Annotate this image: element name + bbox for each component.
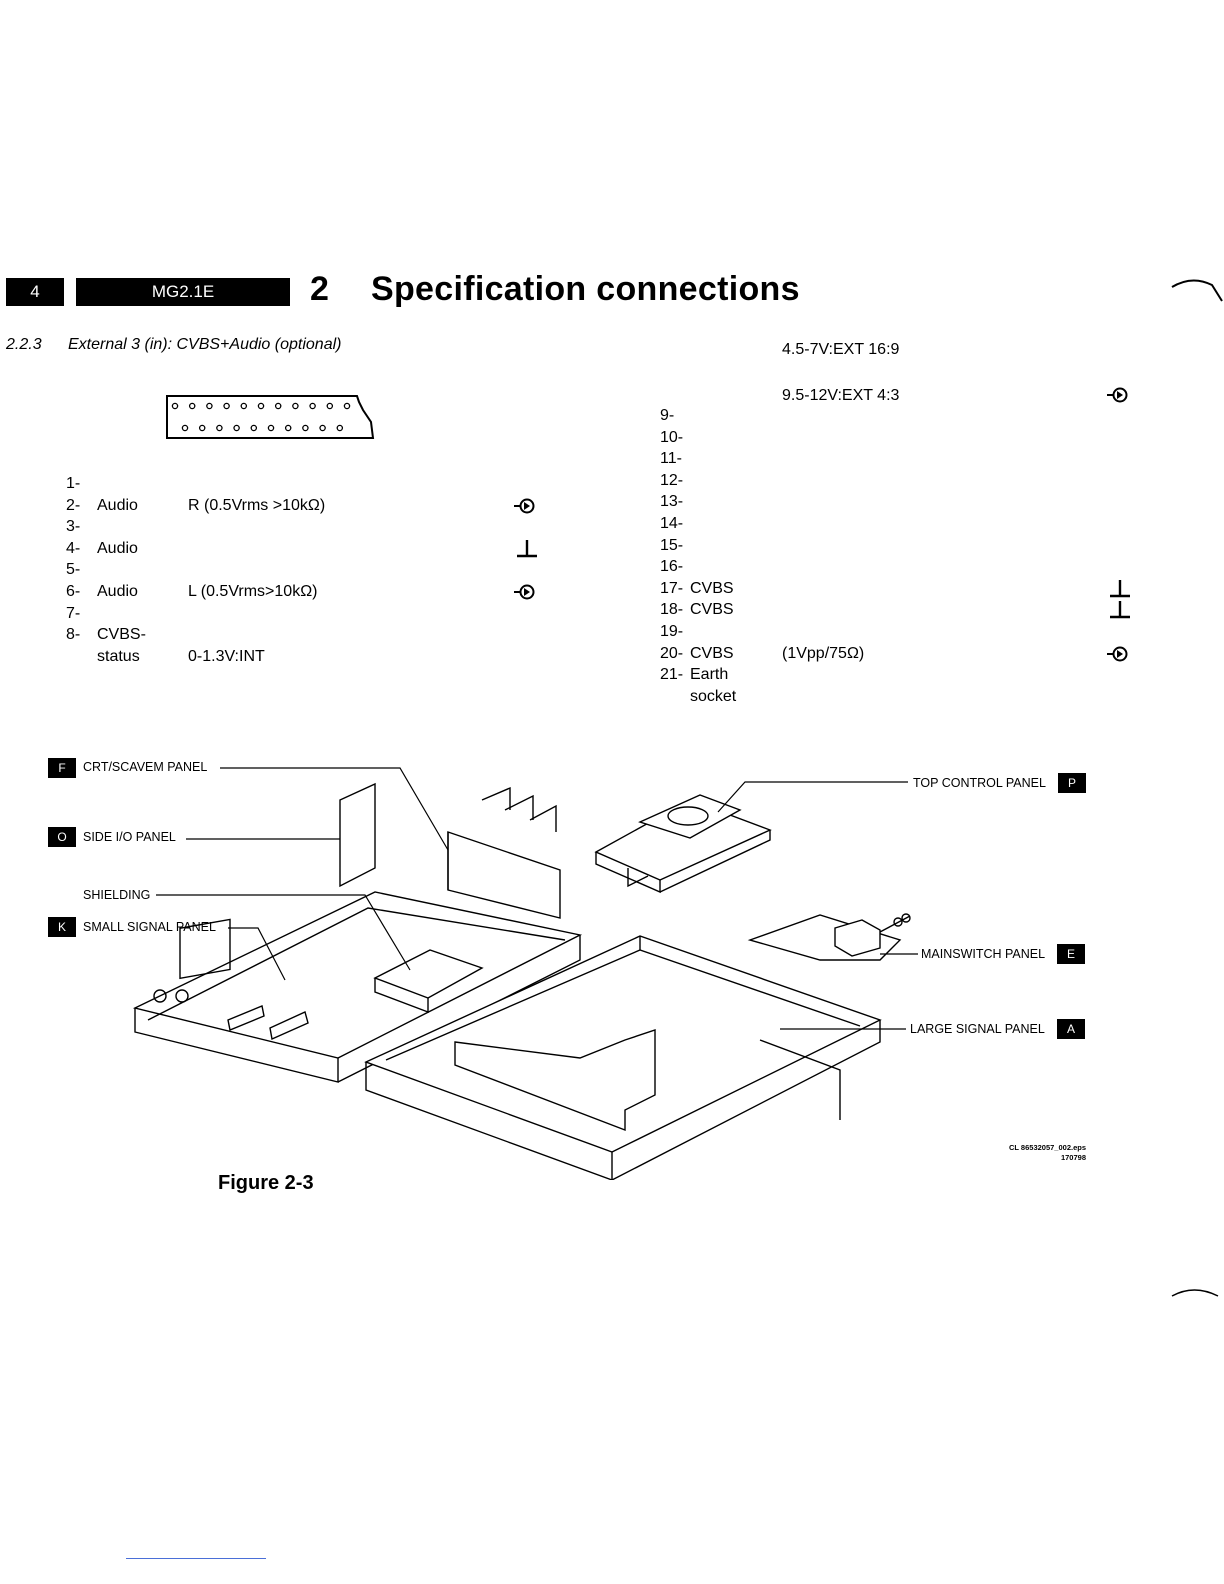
pin-num: 5- [66,561,81,579]
pin-name: CVBS [690,601,734,619]
pin-num: 20- [660,644,684,662]
pin-num: 9- [660,407,675,424]
pin-num: 4- [66,539,81,557]
model-box: MG2.1E [76,278,290,306]
pin-name: CVBS [690,579,734,597]
connector-pin-hole [319,424,326,432]
pin-name: CVBS [690,644,734,662]
ground-symbol-icon [517,539,537,557]
footnote-rule [126,1558,266,1559]
pin-num: 12- [660,471,684,489]
pin-num: 16- [660,558,684,576]
badge-small-signal: K [48,917,76,937]
ground-symbol-icon [1110,579,1130,597]
connector-pin-hole [326,402,334,410]
switch-level-16-9: 4.5-7V:EXT 16:9 [782,341,900,358]
badge-crt: F [48,758,76,778]
pin-num: 18- [660,601,684,619]
connector-pin-hole [250,424,258,432]
pin-name: Audio [97,496,138,514]
connector-pin-hole [181,424,189,432]
pin-value: L (0.5Vrms>10kΩ) [188,583,318,600]
connector-pin-hole [206,402,213,410]
pin-name: Earth [690,666,729,684]
label-mainswitch-panel: MAINSWITCH PANEL [921,947,1046,961]
ground-symbol-icon [1110,601,1130,619]
input-symbol-icon [514,584,535,600]
figure-reference: CL 86532057_002.eps 170798 [960,1143,1086,1163]
pin-value: R (0.5Vrms >10kΩ) [188,496,326,514]
connector-pin-hole [309,402,316,410]
pin-num: 2- [66,496,81,514]
input-symbol-icon [1107,387,1128,403]
connector-pin-hole [240,402,248,410]
pin-num: 3- [66,518,81,536]
pin-num: 7- [66,604,81,622]
connector-pin-hole [188,402,196,410]
pin-num: 15- [660,536,684,554]
connector-pin-hole [223,402,230,410]
label-shielding: SHIELDING [83,888,151,902]
chapter-number: 2 [310,270,330,308]
pin-name: Audio [97,539,138,557]
connector-pin-hole [257,402,265,410]
pin-num: 19- [660,623,684,640]
connector-pin-hole [302,424,309,432]
pin-num: 8- [66,626,81,644]
pin-name: status [97,647,140,665]
label-top-control-panel: TOP CONTROL PANEL [913,776,1046,790]
pin-num: 10- [660,428,684,446]
pin-name: Audio [97,583,138,600]
label-large-signal-panel: LARGE SIGNAL PANEL [910,1022,1045,1036]
pin-num: 21- [660,666,684,684]
page-number-box: 4 [6,278,64,306]
connector-pin-hole [171,402,179,410]
connector-pin-hole [284,424,292,432]
connector-pin-hole [274,402,282,410]
label-crt-scavem-panel: CRT/SCAVEM PANEL [83,760,208,774]
switch-level-4-3: 9.5-12V:EXT 4:3 [782,387,900,404]
exploded-chassis-drawing [132,767,918,1180]
pin-name: CVBS- [97,626,146,644]
connector-pin-hole [336,424,344,432]
figure-ref-date: 170798 [1060,1153,1086,1162]
input-symbol-icon [1107,646,1128,662]
input-symbol-icon [514,498,535,514]
pin-num: 14- [660,515,684,532]
section-number: 2.2.3 [6,336,42,353]
pin-num: 1- [66,475,81,492]
connector-pin-hole [233,424,240,432]
badge-top-control: P [1058,773,1086,793]
pin-num: 11- [660,450,682,468]
pin-num: 13- [660,493,684,511]
connector-pin-hole [267,424,275,432]
section-title: External 3 (in): CVBS+Audio (optional) [68,336,342,353]
pin-name: socket [690,687,737,705]
pin-value: 0-1.3V:INT [188,647,265,665]
connector-pin-hole [198,424,206,432]
connector-pin-hole [343,402,351,410]
badge-mainswitch: E [1057,944,1085,964]
connector-pin-hole [292,402,299,410]
scart-connector-diagram [166,395,375,439]
pin-value: (1Vpp/75Ω) [782,644,865,662]
chapter-title: Specification connections [371,270,800,308]
model-label: MG2.1E [151,282,215,301]
pin-num: 6- [66,583,81,600]
label-side-io-panel: SIDE I/O PANEL [83,830,176,844]
corner-mark-top [1171,279,1223,302]
page-number: 4 [30,282,40,301]
pin-num: 17- [660,579,684,597]
connector-pin-hole [216,424,223,432]
figure-ref-file: CL 86532057_002.eps [1008,1143,1086,1152]
badge-large-signal: A [1057,1019,1085,1039]
label-small-signal-panel: SMALL SIGNAL PANEL [83,920,216,934]
badge-side-io: O [48,827,76,847]
corner-mark-bottom [1171,1289,1219,1297]
figure-caption: Figure 2-3 [218,1172,314,1194]
